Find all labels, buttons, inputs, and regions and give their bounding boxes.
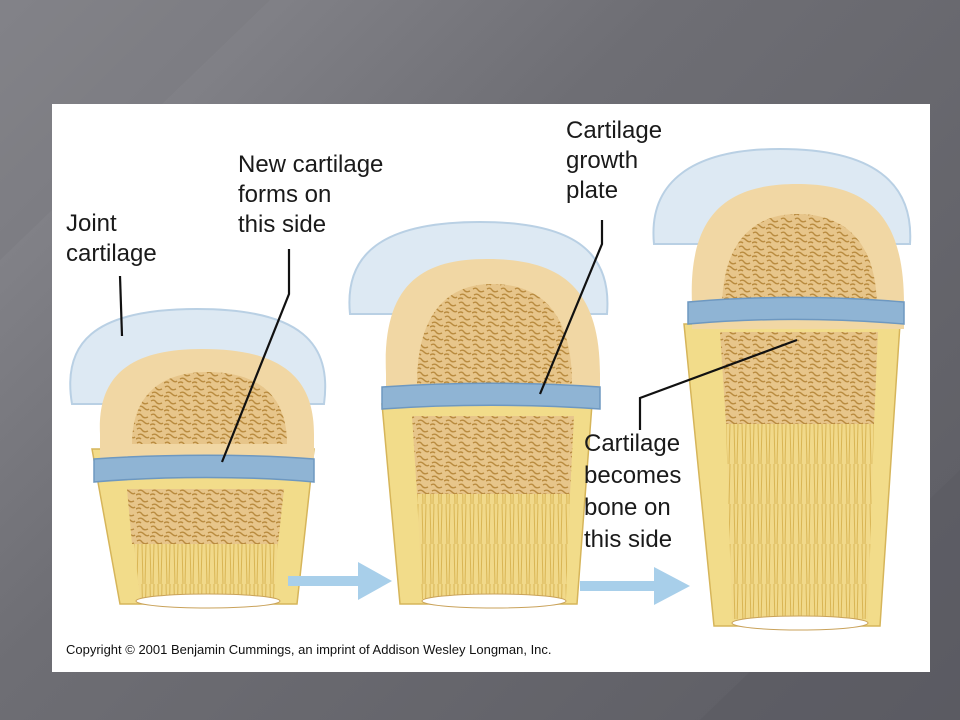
growth-plate-1 (93, 454, 315, 483)
label-line: plate (566, 177, 619, 204)
bone-stage-2 (348, 220, 609, 609)
bone-stage-3 (652, 147, 912, 631)
label-line: growth (566, 147, 639, 174)
leader-lines (118, 220, 798, 463)
copyright-notice: Copyright © 2001 Benjamin Cummings, an i… (66, 642, 552, 657)
leader-growth-plate (538, 220, 604, 395)
growth-plate-3 (687, 296, 905, 325)
label-line: New cartilage (238, 151, 384, 178)
label-line: Cartilage (584, 430, 681, 457)
illustration-panel: Joint cartilage New cartilage forms on t… (52, 104, 930, 672)
label-growth-plate: Cartilage growth plate (566, 116, 662, 206)
label-new-cartilage: New cartilage forms on this side (238, 150, 383, 240)
label-line: this side (584, 526, 673, 553)
label-line: bone on (584, 494, 671, 521)
label-line: forms on (238, 181, 332, 208)
label-line: Joint (66, 210, 117, 237)
label-line: Cartilage (566, 117, 663, 144)
bone-stage-1 (69, 307, 327, 609)
leader-becomes-bone (638, 338, 798, 430)
label-line: becomes (584, 462, 682, 489)
label-line: this side (238, 211, 327, 238)
leader-joint-cartilage (118, 275, 124, 337)
bone-growth-diagram (69, 147, 912, 631)
label-line: cartilage (66, 240, 157, 267)
arrow-right-icon (288, 562, 392, 600)
arrow-right-icon (580, 567, 690, 605)
growth-plate-2 (381, 382, 601, 410)
label-becomes-bone: Cartilage becomes bone on this side (584, 428, 681, 556)
leader-new-cartilage (220, 249, 291, 463)
label-joint-cartilage: Joint cartilage (66, 209, 157, 269)
